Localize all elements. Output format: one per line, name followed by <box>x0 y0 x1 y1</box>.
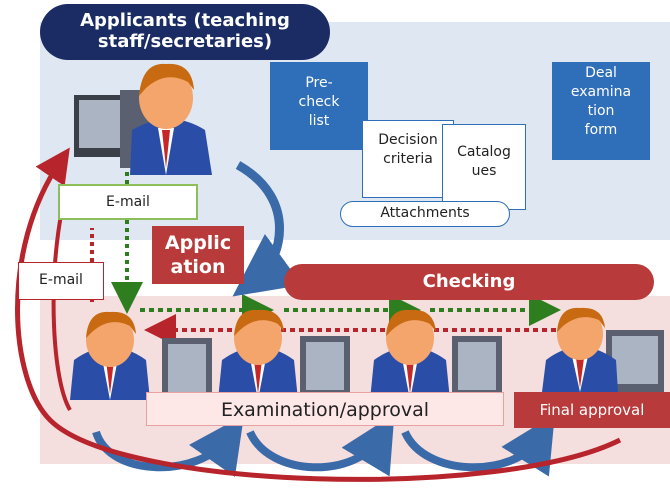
email-box-top: E-mail <box>58 184 198 220</box>
catalogues-line-1: Catalog <box>457 144 511 160</box>
deal-line-4: form <box>584 122 618 138</box>
precheck-line-1: Pre- <box>305 75 333 91</box>
decision-criteria-document: Decision criteria <box>362 120 454 198</box>
final-approval-box: Final approval <box>514 392 670 428</box>
deal-line-3: tion <box>587 103 615 119</box>
precheck-line-2: check <box>298 94 340 110</box>
application-line-2: ation <box>170 256 226 278</box>
decision-line-2: criteria <box>383 151 433 167</box>
applicants-title-line-1: Applicants (teaching <box>80 10 290 31</box>
applicants-title-line-2: staff/secretaries) <box>97 31 273 52</box>
catalogues-document: Catalog ues <box>442 124 526 210</box>
examination-approval-bar: Examination/approval <box>146 392 504 426</box>
deal-examination-form-note: Deal examina tion form <box>552 62 650 160</box>
deal-line-1: Deal <box>585 65 617 81</box>
return-loop-inner <box>51 209 72 412</box>
precheck-list-note: Pre- check list <box>270 62 368 150</box>
applicants-title: Applicants (teaching staff/secretaries) <box>40 4 330 60</box>
application-line-1: Applic <box>164 232 232 254</box>
checking-title: Checking <box>284 264 654 300</box>
application-label: Applic ation <box>152 226 244 284</box>
email-box-left: E-mail <box>18 262 104 300</box>
catalogues-line-2: ues <box>471 163 497 179</box>
checker-2-person-icon <box>218 309 350 400</box>
blue-arc-3 <box>401 414 555 477</box>
final-approver-person-icon <box>542 307 664 392</box>
decision-line-1: Decision <box>378 132 438 148</box>
deal-line-2: examina <box>570 84 632 100</box>
precheck-line-3: list <box>308 113 330 129</box>
checker-1-person-icon <box>70 311 212 400</box>
checker-3-person-icon <box>370 309 502 400</box>
application-curved-arrow <box>232 161 303 297</box>
blue-arc-2 <box>246 414 395 477</box>
applicant-person-icon <box>74 63 212 175</box>
attachments-label: Attachments <box>340 201 510 227</box>
